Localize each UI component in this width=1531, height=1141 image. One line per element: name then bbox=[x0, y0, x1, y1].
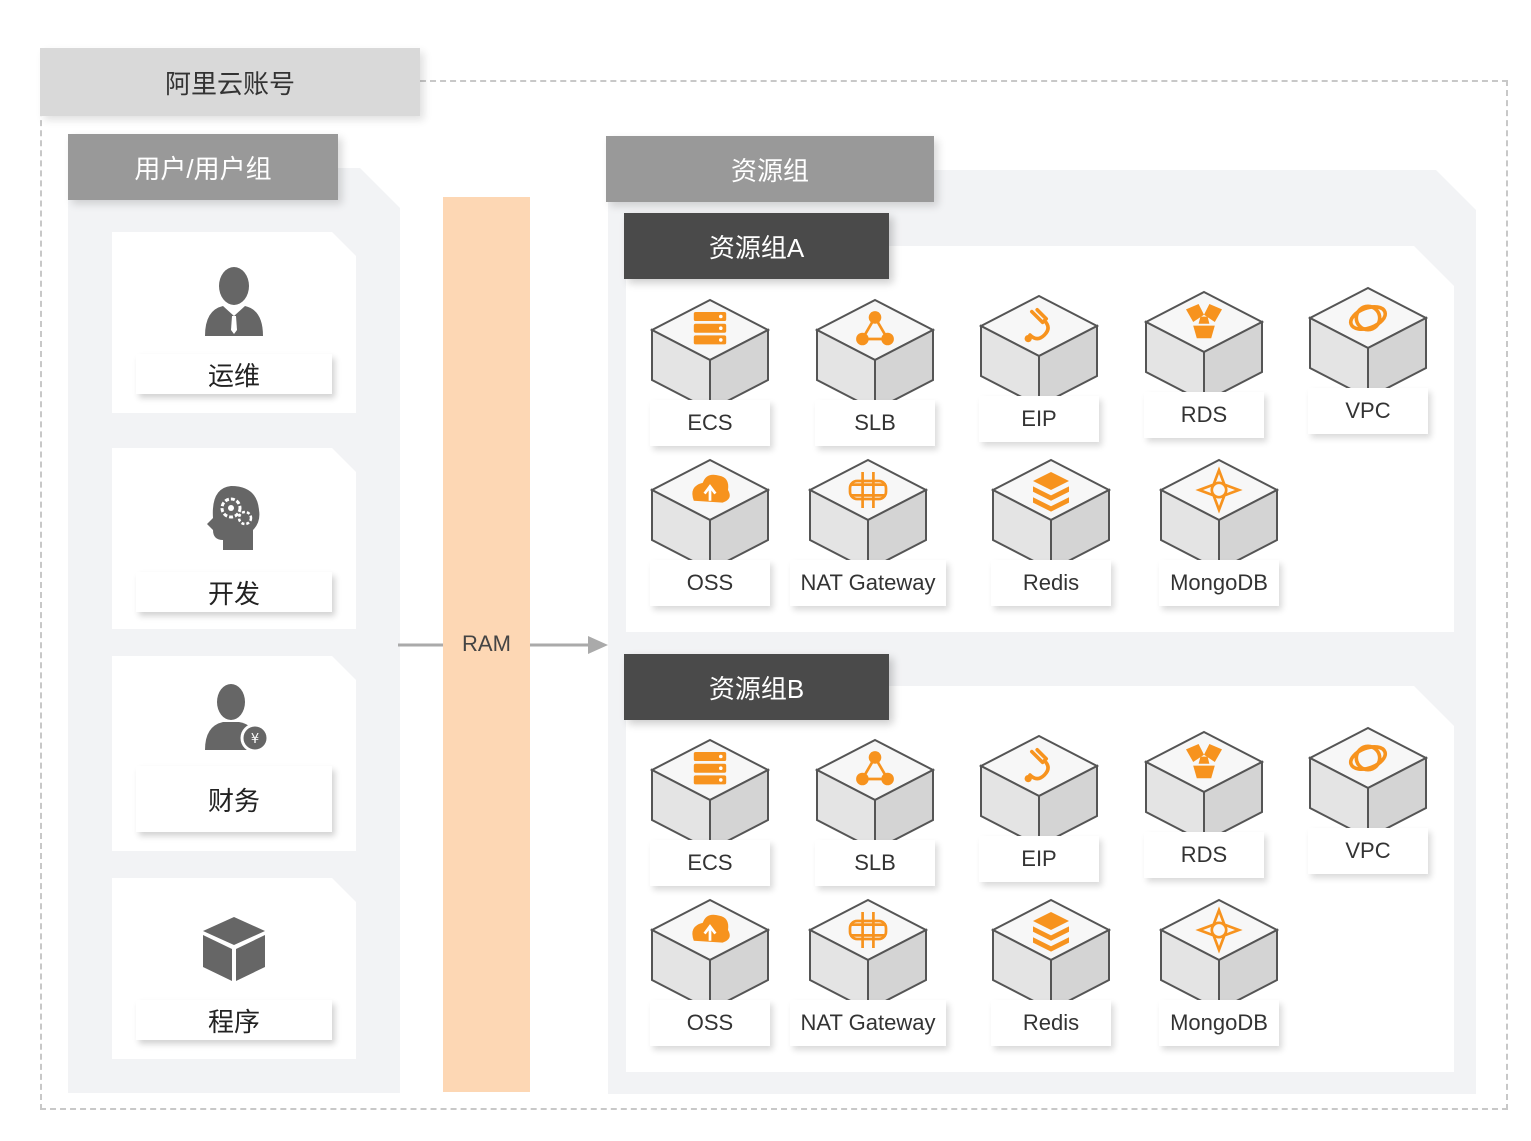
database-hex-icon bbox=[1134, 728, 1274, 848]
resource-group-a-title: 资源组A bbox=[624, 213, 889, 279]
account-frame bbox=[40, 80, 1508, 1110]
service-label: Redis bbox=[991, 560, 1111, 606]
load-balancer-icon bbox=[805, 736, 945, 856]
service-label: Redis bbox=[991, 1000, 1111, 1046]
plug-icon bbox=[969, 732, 1109, 852]
orbit-icon bbox=[1298, 724, 1438, 844]
load-balancer-icon bbox=[805, 296, 945, 416]
service-label: NAT Gateway bbox=[790, 1000, 946, 1046]
orbit-icon bbox=[1298, 284, 1438, 404]
star-diamond-icon bbox=[1149, 896, 1289, 1016]
head-gears-icon bbox=[194, 478, 274, 558]
service-label: MongoDB bbox=[1159, 1000, 1279, 1046]
nat-arrows-icon bbox=[798, 896, 938, 1016]
plug-icon bbox=[969, 292, 1109, 412]
account-title: 阿里云账号 bbox=[40, 48, 420, 116]
ram-arrow bbox=[398, 636, 608, 654]
user-yen-icon: ¥ bbox=[194, 678, 280, 758]
service-label: SLB bbox=[815, 840, 935, 886]
service-label: OSS bbox=[650, 1000, 770, 1046]
server-stack-icon bbox=[640, 736, 780, 856]
server-stack-icon bbox=[640, 296, 780, 416]
service-label: EIP bbox=[979, 836, 1099, 882]
cube-icon bbox=[194, 908, 274, 988]
service-label: ECS bbox=[650, 400, 770, 446]
cloud-upload-icon bbox=[640, 896, 780, 1016]
stack-layers-icon bbox=[981, 456, 1121, 576]
ram-label: RAM bbox=[443, 628, 530, 660]
cloud-upload-icon bbox=[640, 456, 780, 576]
account-frame-top-edge bbox=[420, 80, 1508, 82]
service-label: NAT Gateway bbox=[790, 560, 946, 606]
star-diamond-icon bbox=[1149, 456, 1289, 576]
database-hex-icon bbox=[1134, 288, 1274, 408]
role-label-dev: 开发 bbox=[136, 572, 332, 612]
nat-arrows-icon bbox=[798, 456, 938, 576]
role-label-program: 程序 bbox=[136, 1000, 332, 1040]
resource-group-b-title: 资源组B bbox=[624, 654, 889, 720]
resource-panel-title: 资源组 bbox=[606, 136, 934, 202]
stack-layers-icon bbox=[981, 896, 1121, 1016]
role-label-ops: 运维 bbox=[136, 354, 332, 394]
service-label: MongoDB bbox=[1159, 560, 1279, 606]
service-label: SLB bbox=[815, 400, 935, 446]
service-label: RDS bbox=[1144, 392, 1264, 438]
service-label: EIP bbox=[979, 396, 1099, 442]
users-panel-title: 用户/用户组 bbox=[68, 134, 338, 200]
svg-text:¥: ¥ bbox=[251, 732, 259, 747]
service-label: VPC bbox=[1308, 388, 1428, 434]
user-tie-icon bbox=[194, 262, 274, 342]
role-label-finance: 财务 bbox=[136, 766, 332, 832]
service-label: ECS bbox=[650, 840, 770, 886]
service-label: VPC bbox=[1308, 828, 1428, 874]
service-label: OSS bbox=[650, 560, 770, 606]
service-label: RDS bbox=[1144, 832, 1264, 878]
